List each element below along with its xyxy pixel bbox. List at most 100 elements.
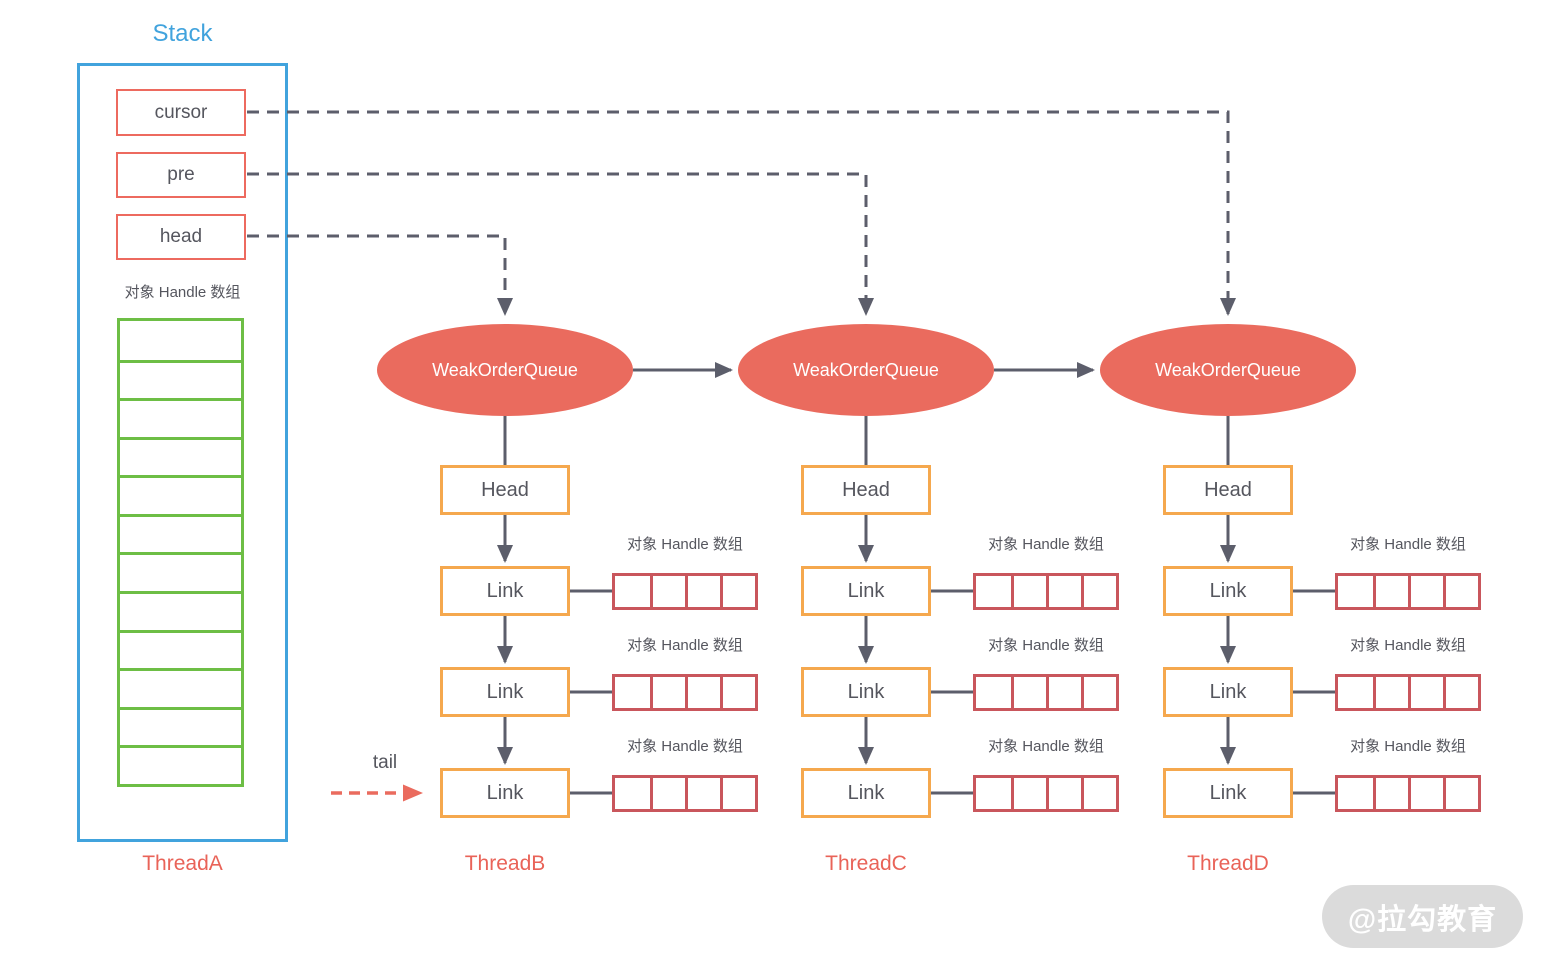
link-node: Link xyxy=(801,768,931,818)
handle-array-cell xyxy=(1408,677,1443,708)
handle-array-cell xyxy=(615,576,650,607)
handle-array-label: 对象 Handle 数组 xyxy=(627,738,743,755)
head-node: Head xyxy=(1163,465,1293,515)
handle-array-cell xyxy=(1081,677,1116,708)
handle-array-label: 对象 Handle 数组 xyxy=(988,637,1104,654)
link-node: Link xyxy=(1163,667,1293,717)
handle-array xyxy=(612,674,758,711)
handle-array-cell xyxy=(1373,778,1408,809)
weak-order-queue-node: WeakOrderQueue xyxy=(1100,324,1356,416)
link-node: Link xyxy=(440,768,570,818)
stack-array-cell xyxy=(120,706,241,746)
thread-c-label: ThreadC xyxy=(825,852,907,875)
handle-array-label: 对象 Handle 数组 xyxy=(988,738,1104,755)
stack-container-box xyxy=(77,63,288,842)
handle-array xyxy=(1335,573,1481,610)
link-node: Link xyxy=(801,667,931,717)
head-node: Head xyxy=(801,465,931,515)
stack-field-pre: pre xyxy=(116,152,246,198)
handle-array xyxy=(1335,775,1481,812)
tail-label: tail xyxy=(372,752,398,773)
link-node: Link xyxy=(440,667,570,717)
stack-array-cell xyxy=(120,745,241,784)
handle-array-cell xyxy=(976,677,1011,708)
handle-array-cell xyxy=(1443,677,1478,708)
handle-array-cell xyxy=(1046,677,1081,708)
handle-array-cell xyxy=(1408,778,1443,809)
handle-array xyxy=(612,573,758,610)
handle-array-label: 对象 Handle 数组 xyxy=(627,637,743,654)
handle-array-cell xyxy=(976,778,1011,809)
handle-array-cell xyxy=(685,576,720,607)
stack-array-cell xyxy=(120,398,241,437)
handle-array-cell xyxy=(1373,677,1408,708)
handle-array-cell xyxy=(650,576,685,607)
queue-column-thread-c: WeakOrderQueue Head Link Link Link 对象 Ha… xyxy=(738,0,1119,969)
stack-array-cell xyxy=(120,668,241,707)
handle-array-cell xyxy=(615,778,650,809)
handle-array-cell xyxy=(976,576,1011,607)
queue-column-thread-b: WeakOrderQueue Head Link Link Link 对象 Ha… xyxy=(377,0,758,969)
link-node: Link xyxy=(801,566,931,616)
head-pointer-arrow xyxy=(247,234,513,316)
handle-array-cell xyxy=(1443,576,1478,607)
stack-array-cell xyxy=(120,475,241,514)
handle-array-cell xyxy=(1338,576,1373,607)
handle-array-cell xyxy=(685,677,720,708)
handle-array xyxy=(612,775,758,812)
handle-array xyxy=(973,674,1119,711)
handle-array-cell xyxy=(720,576,755,607)
handle-array-cell xyxy=(1046,778,1081,809)
handle-array-cell xyxy=(720,677,755,708)
handle-array-cell xyxy=(1081,778,1116,809)
stack-field-cursor: cursor xyxy=(116,89,246,136)
handle-array-label: 对象 Handle 数组 xyxy=(1350,637,1466,654)
weak-order-queue-node: WeakOrderQueue xyxy=(738,324,994,416)
queue-column-thread-d: WeakOrderQueue Head Link Link Link 对象 Ha… xyxy=(1100,0,1481,969)
thread-a-label: ThreadA xyxy=(142,852,223,875)
handle-array-cell xyxy=(1373,576,1408,607)
handle-array-cell xyxy=(1443,778,1478,809)
watermark-badge: @拉勾教育 xyxy=(1322,885,1523,948)
thread-b-label: ThreadB xyxy=(464,852,546,875)
link-node: Link xyxy=(1163,566,1293,616)
handle-array-cell xyxy=(1081,576,1116,607)
handle-array-cell xyxy=(1338,677,1373,708)
handle-array xyxy=(1335,674,1481,711)
handle-array-cell xyxy=(650,677,685,708)
pre-pointer-arrow xyxy=(247,172,874,316)
handle-array-cell xyxy=(685,778,720,809)
thread-d-label: ThreadD xyxy=(1187,852,1269,875)
handle-array-cell xyxy=(1011,677,1046,708)
link-node: Link xyxy=(1163,768,1293,818)
handle-array xyxy=(973,775,1119,812)
handle-array-label: 对象 Handle 数组 xyxy=(627,536,743,553)
stack-array-cell xyxy=(120,436,241,476)
handle-array-cell xyxy=(1011,778,1046,809)
handle-array-label: 对象 Handle 数组 xyxy=(988,536,1104,553)
stack-array-cell xyxy=(120,629,241,669)
link-node: Link xyxy=(440,566,570,616)
handle-array-cell xyxy=(720,778,755,809)
stack-field-head: head xyxy=(116,214,246,260)
handle-array-label: 对象 Handle 数组 xyxy=(1350,738,1466,755)
handle-array-label: 对象 Handle 数组 xyxy=(1350,536,1466,553)
stack-title: Stack xyxy=(152,20,213,47)
weak-order-queue-node: WeakOrderQueue xyxy=(377,324,633,416)
handle-array-cell xyxy=(1338,778,1373,809)
stack-handle-array xyxy=(117,318,244,787)
handle-array-cell xyxy=(615,677,650,708)
stack-array-cell xyxy=(120,591,241,630)
handle-array-cell xyxy=(1011,576,1046,607)
cursor-pointer-arrow xyxy=(247,110,1236,316)
head-node: Head xyxy=(440,465,570,515)
handle-array-cell xyxy=(650,778,685,809)
stack-array-cell xyxy=(120,552,241,591)
handle-array-cell xyxy=(1408,576,1443,607)
handle-array xyxy=(973,573,1119,610)
stack-array-cell xyxy=(120,321,241,360)
stack-array-cell xyxy=(120,513,241,553)
stack-array-cell xyxy=(120,359,241,399)
